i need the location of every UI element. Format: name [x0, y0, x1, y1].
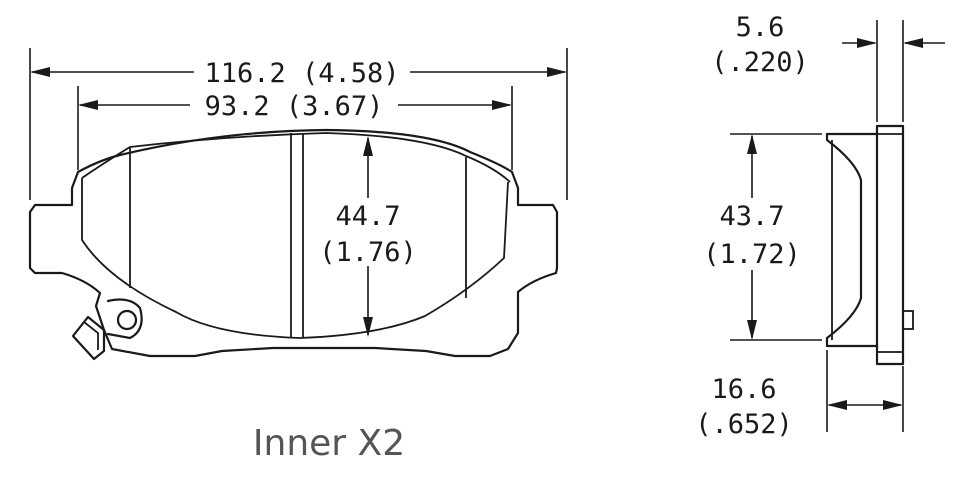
wear-indicator-tab	[71, 298, 143, 361]
side-height-mm-label: 43.7	[719, 201, 784, 232]
front-height-mm-label: 44.7	[335, 201, 400, 232]
front-view-outline	[28, 128, 559, 358]
total-thickness-in-label: (.652)	[695, 409, 793, 440]
total-thickness-mm-label: 16.6	[711, 374, 776, 405]
caption-inner-x2: Inner X2	[253, 423, 405, 464]
front-height-in-label: (1.76)	[319, 237, 417, 268]
inner-width-label: 93.2 (3.67)	[205, 91, 384, 122]
backing-thickness-in-label: (.220)	[711, 47, 809, 78]
overall-width-label: 116.2 (4.58)	[204, 58, 399, 89]
side-height-in-label: (1.72)	[703, 239, 801, 270]
side-view-outline	[825, 124, 914, 366]
backing-thickness-mm-label: 5.6	[736, 12, 785, 43]
